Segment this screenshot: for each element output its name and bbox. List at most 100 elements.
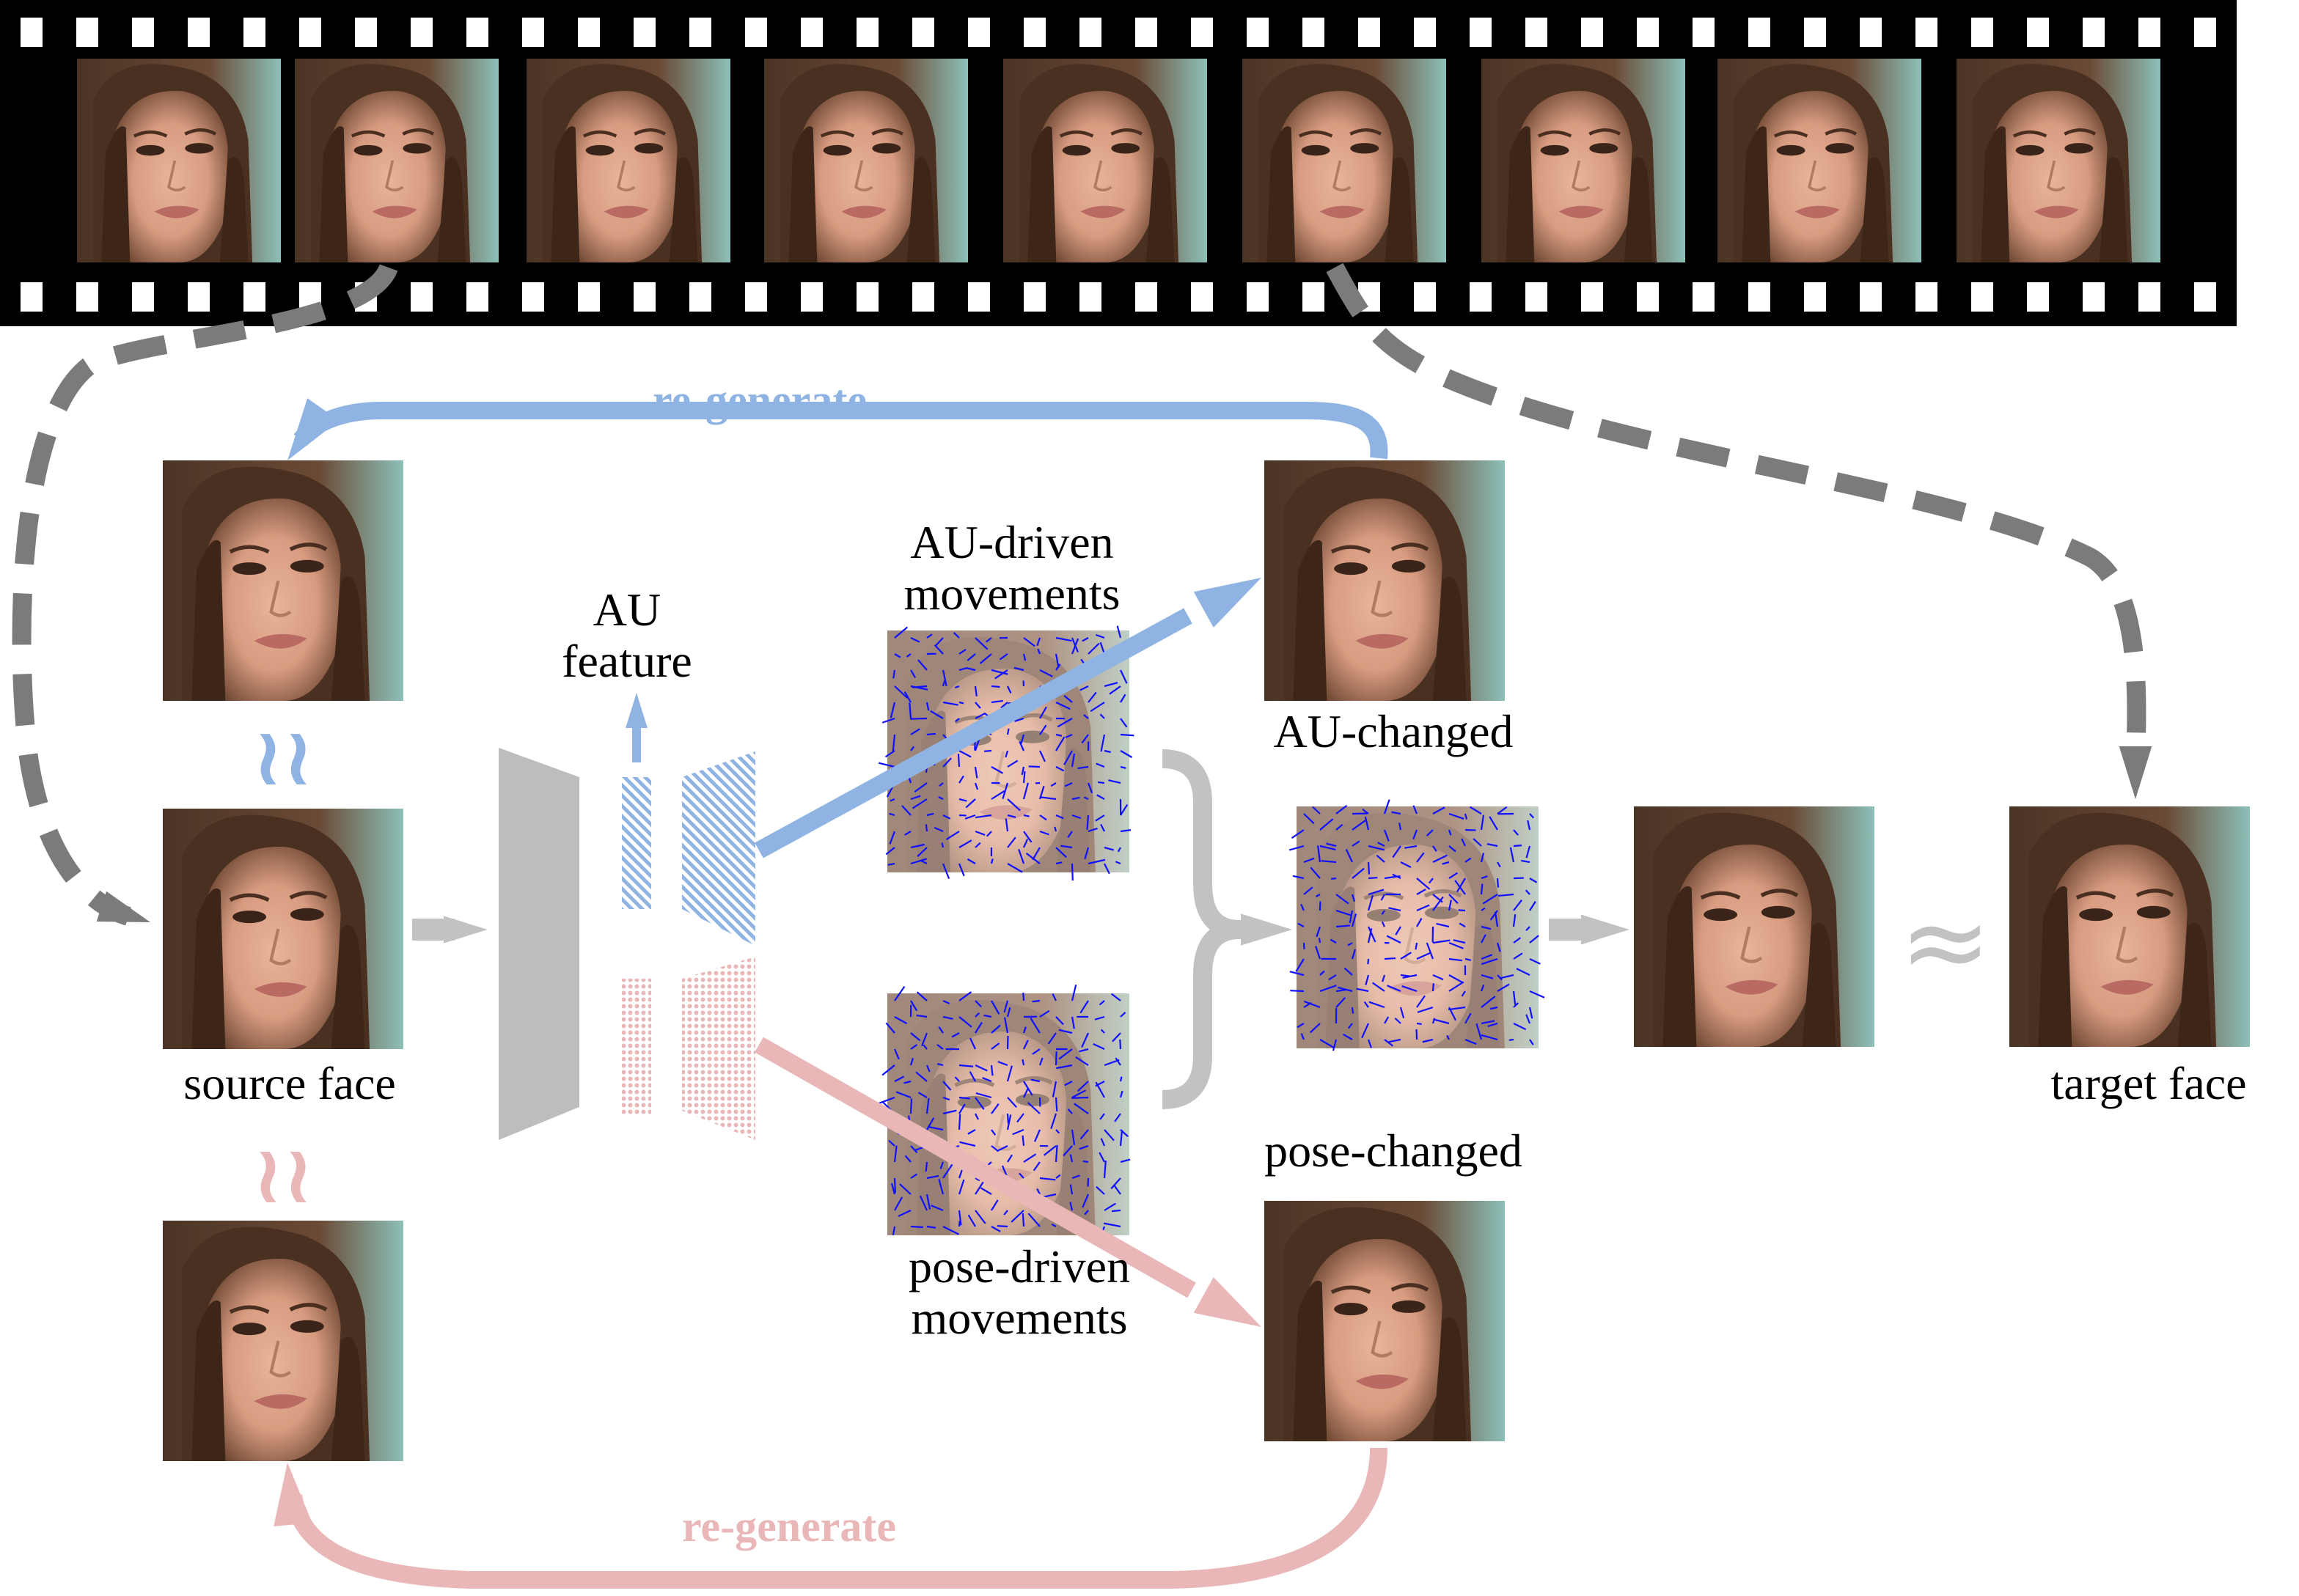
film-perforation-top [857,18,879,47]
film-perforation-bottom [968,282,990,312]
au-regenerated-face [163,460,403,701]
film-frame-face [77,59,281,262]
target-face [2009,806,2250,1047]
film-perforation-bottom [689,282,711,312]
motion-vector [1023,993,1024,1001]
au-changed-face [1264,460,1505,701]
film-frame-face [1957,59,2160,262]
film-perforation-top [1079,18,1101,47]
film-perforation-bottom [912,282,934,312]
pose-feature-bar [622,979,651,1114]
film-perforation-top [299,18,321,47]
film-perforation-bottom [1135,282,1157,312]
au-approx-tilde: ≀≀ [253,710,314,803]
film-frame-face [1717,59,1921,262]
film-perforation-bottom [1191,282,1213,312]
motion-vector [959,1221,960,1227]
film-perforation-top [689,18,711,47]
film-perforation-bottom [578,282,600,312]
film-perforation-top [2194,18,2216,47]
encoder-icon [499,748,579,1140]
au-driven-label-line1: AU-driven [865,519,1159,566]
source-face-label: source face [150,1060,429,1107]
film-frame-face [764,59,968,262]
motion-vector [1352,1007,1353,1014]
au-decoder-icon [682,751,755,946]
film-frame-face [1481,59,1685,262]
arrowhead-au-branch [1194,578,1261,628]
target-face-label: target face [2009,1060,2288,1107]
film-perforation-bottom [132,282,154,312]
film-perforation-top [188,18,210,47]
motion-vector [991,686,1000,687]
film-perforation-top [1693,18,1715,47]
film-perforation-bottom [1024,282,1046,312]
film-perforation-bottom [1804,282,1826,312]
film-perforation-top [1860,18,1882,47]
au-feature-label-line2: feature [532,638,722,685]
au-driven-label-line2: movements [865,570,1159,617]
film-perforation-top [21,18,43,47]
film-perforation-top [1302,18,1324,47]
arrowhead-merge [1241,913,1292,945]
pose-regenerated-face [163,1221,403,1461]
motion-vector [991,1065,993,1075]
motion-vector [1481,884,1482,894]
film-perforation-top [801,18,823,47]
film-perforation-bottom [243,282,265,312]
pose-changed-label: pose-changed [1232,1128,1555,1174]
motion-vector [1098,782,1104,783]
film-perforation-top [1470,18,1492,47]
film-perforation-top [76,18,98,47]
film-perforation-top [466,18,488,47]
motion-vector [959,1114,960,1130]
motion-vector [927,734,936,735]
arrowhead-field-to-output [1581,915,1629,945]
motion-vector [1514,845,1522,846]
film-perforation-bottom [2194,282,2216,312]
pose-decoder-icon [682,957,755,1140]
source-face [163,809,403,1049]
film-perforation-top [1804,18,1826,47]
pose-approx-tilde: ≀≀ [253,1128,314,1221]
film-perforation-top [1024,18,1046,47]
arrowhead-pose-branch [1194,1277,1261,1327]
combined-vector-field [1289,800,1544,1051]
motion-vector [1304,943,1305,949]
film-perforation-bottom [857,282,879,312]
film-perforation-bottom [76,282,98,312]
film-perforation-top [1358,18,1380,47]
merge-brace [1162,759,1239,1100]
film-perforation-top [132,18,154,47]
motion-vector [1072,864,1073,880]
film-perforation-top [578,18,600,47]
film-perforation-top [1637,18,1659,47]
film-perforation-top [1247,18,1269,47]
film-frame-face [1003,59,1207,262]
film-perforation-top [1414,18,1436,47]
film-frame-face [295,59,499,262]
au-feature-label-line1: AU [546,586,708,633]
au-feature-bar [622,777,651,909]
film-perforation-top [968,18,990,47]
film-perforation-bottom [1693,282,1715,312]
film-perforation-bottom [1860,282,1882,312]
motion-vector [1087,815,1088,830]
film-perforation-top [2138,18,2160,47]
film-perforation-top [1748,18,1770,47]
motion-vector [959,1097,970,1098]
motion-vector [1056,1051,1057,1065]
motion-vector [1071,1097,1088,1098]
au-feature-arrowhead [626,693,648,728]
film-perforation-bottom [1637,282,1659,312]
film-perforation-bottom [634,282,656,312]
film-perforation-bottom [801,282,823,312]
motion-vector [910,718,927,719]
film-perforation-bottom [2083,282,2105,312]
film-perforation-bottom [1247,282,1269,312]
motion-vector [997,1226,1008,1227]
motion-vector [1319,938,1320,943]
approx-symbol: ≈ [1899,887,1992,997]
motion-vector [1459,910,1465,911]
